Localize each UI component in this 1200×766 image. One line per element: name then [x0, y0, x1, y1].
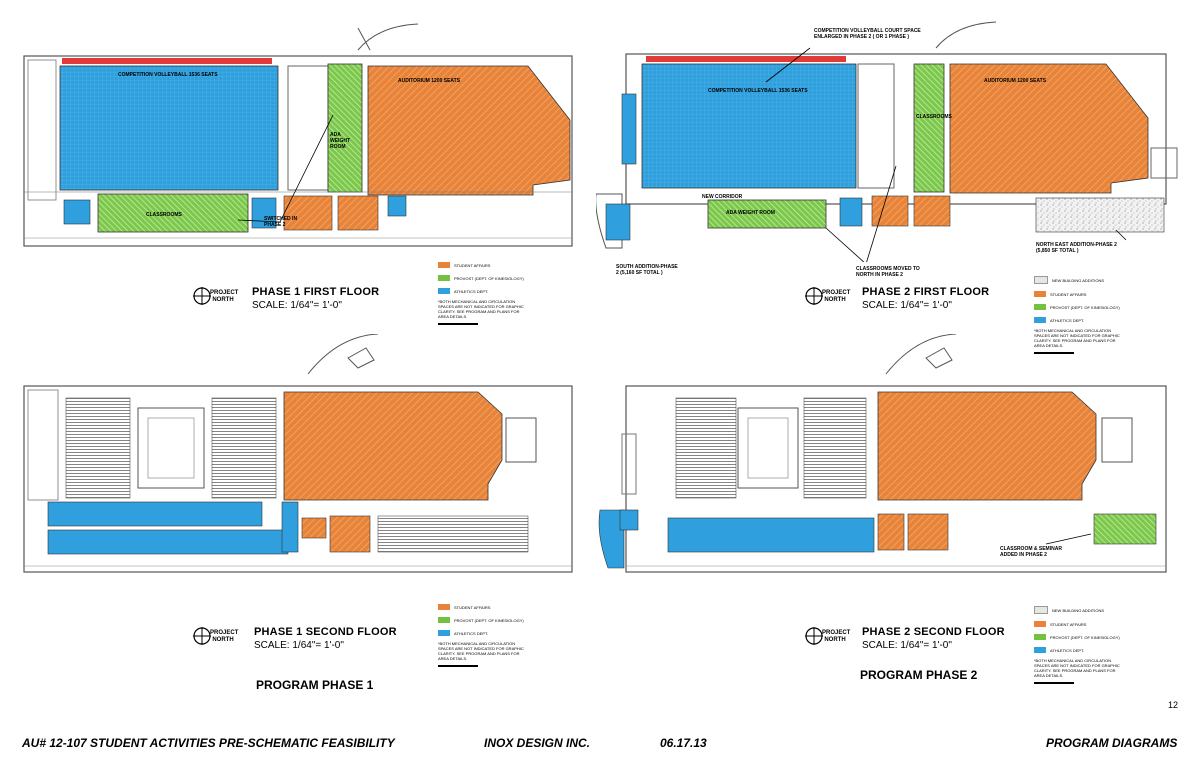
legend-swatch-new-additions [1034, 276, 1048, 284]
page-number: 12 [1168, 700, 1179, 710]
plan-title: PHASE 2 FIRST FLOOR [862, 286, 990, 298]
footer-date: 06.17.13 [660, 736, 707, 750]
label-north-east-addition: NORTH EAST ADDITION-PHASE 2 (5,850 SF TO… [1036, 242, 1117, 254]
north-arrow-icon [192, 286, 212, 306]
legend-note: *BOTH MECHANICAL AND CIRCULATION SPACES … [438, 641, 524, 661]
legend-swatch-athletics [1034, 647, 1046, 653]
plan-scale: SCALE: 1/64"= 1'-0" [252, 300, 342, 311]
legend-swatch-kinesiology [438, 275, 450, 281]
plan-scale: SCALE: 1/64"= 1'-0" [862, 640, 952, 651]
label-new-corridor: NEW CORRIDOR [702, 194, 743, 200]
legend-swatch-kinesiology [1034, 304, 1046, 310]
label-switched: SWITCHED IN PHASE 2 [264, 216, 298, 228]
legend-swatch-student-affairs [1034, 621, 1046, 627]
legend-swatch-new-additions [1034, 606, 1048, 614]
plan-phase1-first-floor: COMPETITION VOLLEYBALL 1536 SEATS AUDITO… [18, 20, 588, 260]
legend-swatch-student-affairs [438, 262, 450, 268]
north-arrow-icon [804, 286, 824, 306]
project-north-label: PROJECT NORTH [822, 290, 851, 303]
legend: NEW BUILDING ADDITIONS STUDENT AFFAIRS P… [1034, 606, 1122, 684]
program-phase-1-heading: PROGRAM PHASE 1 [256, 678, 374, 692]
label-classrooms: CLASSROOMS [146, 212, 182, 218]
legend-swatch-kinesiology [438, 617, 450, 623]
plan-phase2-second-floor: CLASSROOM & SEMINAR ADDED IN PHASE 2 [596, 334, 1186, 604]
floorplan-drawing [23, 23, 573, 247]
label-volleyball: COMPETITION VOLLEYBALL 1536 SEATS [118, 72, 218, 78]
legend-swatch-student-affairs [438, 604, 450, 610]
label-classrooms: CLASSROOMS [916, 114, 952, 120]
label-volleyball-enlarged: COMPETITION VOLLEYBALL COURT SPACE ENLAR… [814, 28, 921, 40]
label-classroom-seminar: CLASSROOM & SEMINAR ADDED IN PHASE 2 [1000, 546, 1062, 558]
plan-title: PHASE 1 SECOND FLOOR [254, 626, 397, 638]
plan-title: PHASE 1 FIRST FLOOR [252, 286, 380, 298]
legend: STUDENT AFFAIRS PROVOST (DEPT. OF KINESI… [438, 262, 526, 325]
label-ada-weight: ADA WEIGHT ROOM [330, 132, 350, 150]
label-auditorium: AUDITORIUM 1200 SEATS [398, 78, 461, 84]
legend-swatch-athletics [438, 630, 450, 636]
north-arrow-icon [804, 626, 824, 646]
label-classrooms-moved: CLASSROOMS MOVED TO NORTH IN PHASE 2 [856, 266, 920, 278]
project-north-label: PROJECT NORTH [822, 630, 851, 643]
footer-firm: INOX DESIGN INC. [484, 736, 591, 750]
plan-phase1-second-floor [18, 334, 588, 604]
label-ada-weight: ADA WEIGHT ROOM [726, 210, 775, 216]
legend-note: *BOTH MECHANICAL AND CIRCULATION SPACES … [1034, 658, 1120, 678]
plan-phase2-first-floor: COMPETITION VOLLEYBALL COURT SPACE ENLAR… [596, 18, 1186, 278]
project-north-label: PROJECT NORTH [210, 290, 239, 303]
label-volleyball: COMPETITION VOLLEYBALL 1536 SEATS [708, 88, 808, 94]
legend-note: *BOTH MECHANICAL AND CIRCULATION SPACES … [1034, 328, 1120, 348]
legend-swatch-student-affairs [1034, 291, 1046, 297]
north-arrow-icon [192, 626, 212, 646]
legend-swatch-kinesiology [1034, 634, 1046, 640]
plan-scale: SCALE: 1/64"= 1'-0" [862, 300, 952, 311]
legend: NEW BUILDING ADDITIONS STUDENT AFFAIRS P… [1034, 276, 1122, 354]
legend-swatch-athletics [438, 288, 450, 294]
plan-scale: SCALE: 1/64"= 1'-0" [254, 640, 344, 651]
plan-title: PHASE 2 SECOND FLOOR [862, 626, 1005, 638]
floorplan-drawing [598, 334, 1167, 573]
legend: STUDENT AFFAIRS PROVOST (DEPT. OF KINESI… [438, 604, 526, 667]
label-auditorium: AUDITORIUM 1200 SEATS [984, 78, 1047, 84]
floorplan-drawing [23, 334, 573, 573]
label-south-addition: SOUTH ADDITION-PHASE 2 (5,160 SF TOTAL ) [616, 264, 678, 276]
legend-swatch-athletics [1034, 317, 1046, 323]
legend-note: *BOTH MECHANICAL AND CIRCULATION SPACES … [438, 299, 524, 319]
program-phase-2-heading: PROGRAM PHASE 2 [860, 668, 978, 682]
project-north-label: PROJECT NORTH [210, 630, 239, 643]
footer-sheet: PROGRAM DIAGRAMS [1046, 736, 1178, 750]
footer-project: AU# 12-107 STUDENT ACTIVITIES PRE-SCHEMA… [22, 736, 395, 750]
floorplan-drawing [596, 21, 1178, 262]
